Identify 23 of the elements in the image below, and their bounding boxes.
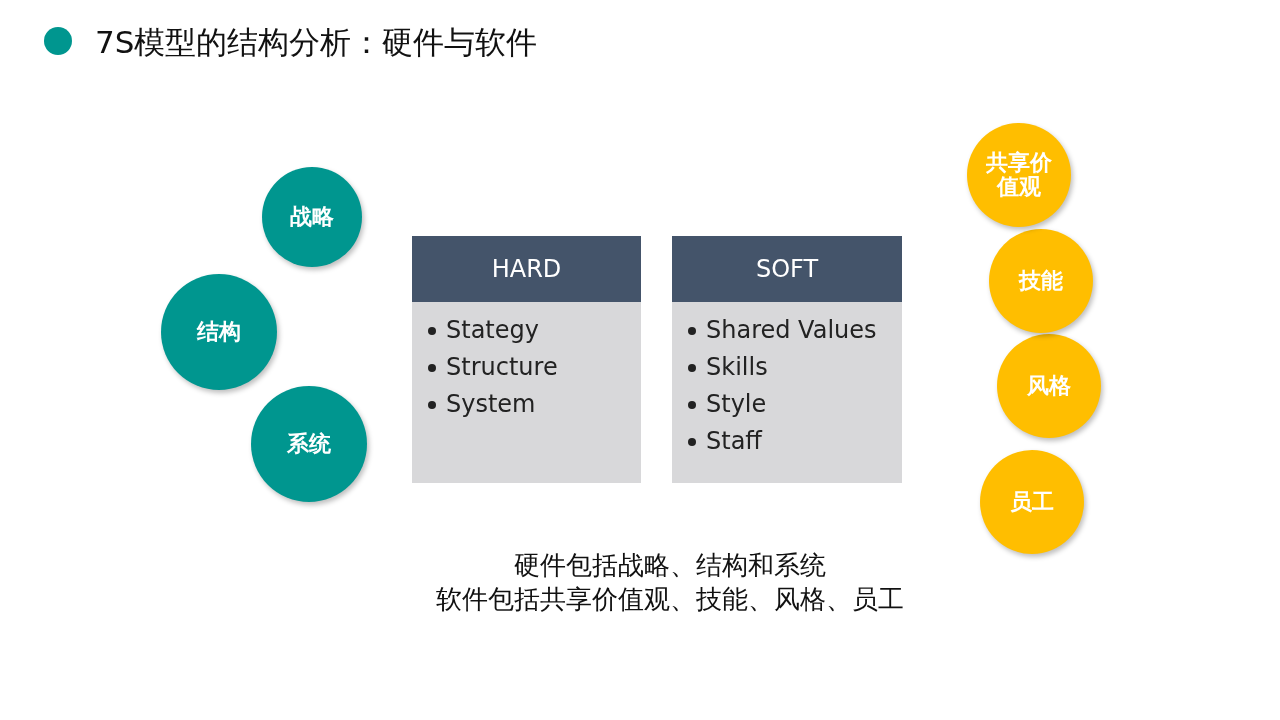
list-item: Staff	[706, 426, 762, 457]
list-item: Structure	[446, 352, 558, 383]
circle-label: 员工	[1010, 489, 1054, 515]
list-item: Style	[706, 389, 767, 420]
card-header: HARD	[412, 236, 641, 302]
caption-line: 软件包括共享价值观、技能、风格、员工	[435, 583, 905, 616]
list-card	[412, 236, 641, 483]
list-item: System	[446, 389, 536, 420]
title: 7S模型的结构分析：硬件与软件	[95, 23, 538, 62]
circle-label: 技能	[1019, 268, 1063, 294]
circle-label: 风格	[1027, 373, 1071, 399]
circle-label: 结构	[197, 319, 241, 345]
list-card	[672, 236, 902, 483]
circle-label: 共享价值观	[985, 150, 1053, 200]
circle	[997, 334, 1101, 438]
circle-label: 系统	[287, 431, 331, 457]
list-item: Stategy	[446, 315, 539, 346]
caption-line: 硬件包括战略、结构和系统	[513, 549, 827, 582]
circle-label: 战略	[290, 204, 334, 230]
circle	[989, 229, 1093, 333]
card-header: SOFT	[672, 236, 902, 302]
list-item: Shared Values	[706, 315, 877, 346]
list-item: Skills	[706, 352, 768, 383]
